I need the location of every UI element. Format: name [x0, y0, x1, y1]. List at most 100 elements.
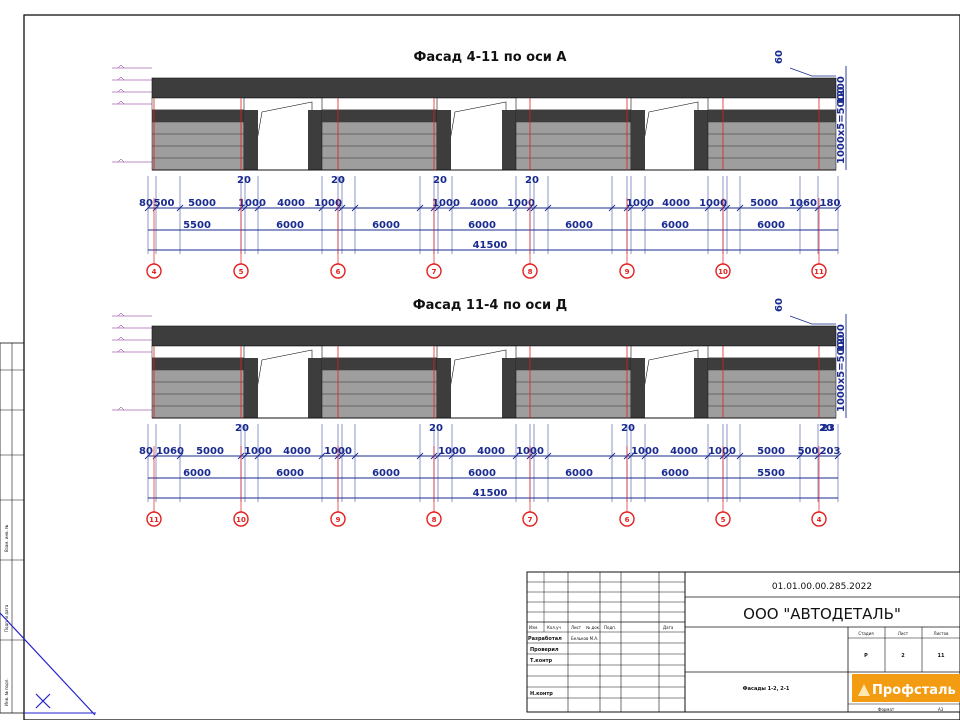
- dimension-value: 4000: [662, 198, 690, 209]
- axis-bubble: [811, 263, 827, 279]
- dimension-tick: [704, 452, 712, 460]
- dimension-value: 20: [819, 423, 833, 434]
- dimension-value: 1000: [244, 446, 272, 457]
- level-marker-icon: [117, 88, 125, 93]
- axis-label: 9: [336, 516, 341, 524]
- dimension-span: 5500: [183, 220, 211, 231]
- dimension-value: 1000: [626, 198, 654, 209]
- vertical-dim-mid: 1200: [836, 324, 847, 352]
- dimension-value: 20: [621, 423, 635, 434]
- tb-stage-value: Р: [864, 653, 868, 659]
- dimension-tick: [176, 204, 184, 212]
- dimension-span: 6000: [661, 468, 689, 479]
- dimension-value: 1000: [708, 446, 736, 457]
- axis-label: 10: [236, 516, 246, 524]
- dimension-value: 20: [235, 423, 249, 434]
- vertical-dim-mid: 1200: [836, 76, 847, 104]
- axis-bubble: [426, 511, 442, 527]
- dimension-value: 1000: [438, 446, 466, 457]
- roof-band: [151, 325, 837, 347]
- dimension-tick: [338, 204, 346, 212]
- dimension-value: 80: [139, 198, 153, 209]
- dimension-value: 5000: [750, 198, 778, 209]
- level-marker-icon: [117, 64, 125, 69]
- axis-label: 11: [149, 516, 159, 524]
- tb-sheet-label: Лист: [898, 631, 909, 636]
- level-marker-icon: [117, 348, 125, 353]
- dimension-tick: [416, 204, 424, 212]
- level-marker-icon: [117, 312, 125, 317]
- axis-bubble: [426, 263, 442, 279]
- dimension-tick: [796, 452, 804, 460]
- dimension-tick: [318, 452, 326, 460]
- axis-bubble: [522, 511, 538, 527]
- dimension-value: 1000: [238, 198, 266, 209]
- dimension-value: 5000: [188, 198, 216, 209]
- axis-label: 4: [152, 268, 157, 276]
- dimension-tick: [144, 452, 152, 460]
- wall-panel-top-row: [322, 110, 437, 122]
- dimension-tick: [608, 204, 616, 212]
- dimension-total: 41500: [473, 488, 508, 499]
- gate-jamb-left: [437, 358, 451, 418]
- dimension-tick: [512, 204, 520, 212]
- dimension-value: 4000: [277, 198, 305, 209]
- dimension-tick: [176, 452, 184, 460]
- dimension-value: 1000: [699, 198, 727, 209]
- axis-bubble: [233, 511, 249, 527]
- tb-header-izm: Изм.: [529, 625, 538, 630]
- dimension-tick: [608, 452, 616, 460]
- axis-bubble: [715, 511, 731, 527]
- tb-header-date: Дата: [663, 625, 674, 630]
- dimension-span: 5500: [757, 468, 785, 479]
- tb-stage-label: Стадия: [858, 631, 874, 636]
- gate-jamb-left: [244, 110, 258, 170]
- dimension-span: 6000: [468, 468, 496, 479]
- level-marker-icon: [117, 76, 125, 81]
- level-marker-icon: [117, 406, 125, 411]
- logo-badge: [852, 674, 960, 702]
- dimension-tick: [241, 452, 249, 460]
- tb-row-tcontrol: Т.контр: [530, 658, 552, 664]
- dimension-span: 6000: [276, 468, 304, 479]
- tb-header-ndoc: № док.: [586, 625, 600, 630]
- drawing-title: Фасад 4-11 по оси А: [414, 50, 567, 65]
- axis-label: 9: [625, 268, 630, 276]
- logo-text: Профсталь: [872, 683, 956, 698]
- dimension-value: 500: [154, 198, 175, 209]
- dimension-tick: [544, 452, 552, 460]
- dimension-tick: [338, 452, 346, 460]
- axis-label: 8: [528, 268, 533, 276]
- axis-label: 6: [625, 516, 630, 524]
- gate-jamb-right: [694, 358, 708, 418]
- axis-bubble: [715, 263, 731, 279]
- tb-sheets-label: Листов: [934, 631, 950, 636]
- dimension-value: 5000: [757, 446, 785, 457]
- dimension-value: 1060: [789, 198, 817, 209]
- dimension-tick: [641, 204, 649, 212]
- dimension-span: 6000: [565, 220, 593, 231]
- tb-sheets-value: 11: [938, 653, 945, 659]
- vertical-dim-top: 60: [774, 298, 785, 312]
- axis-bubble: [330, 263, 346, 279]
- wall-panel-top-row: [152, 110, 244, 122]
- vertical-dim-low: 1000х5=5000: [836, 335, 847, 412]
- dimension-span: 6000: [565, 468, 593, 479]
- tb-format-value: А3: [938, 707, 944, 712]
- axis-bubble: [522, 263, 538, 279]
- dimension-value: 4000: [670, 446, 698, 457]
- dimension-value: 20: [525, 175, 539, 186]
- axis-bubble: [619, 511, 635, 527]
- axis-bubble: [233, 263, 249, 279]
- gate-jamb-right: [502, 358, 516, 418]
- axis-label: 10: [718, 268, 728, 276]
- level-marker-icon: [117, 158, 125, 163]
- gate-jamb-right: [694, 110, 708, 170]
- side-dim-right: 23: [821, 423, 835, 434]
- title-block: Изм. Кол.уч Лист № док. Подп. Дата Разра…: [526, 571, 960, 713]
- tb-doc-code: 01.01.00.00.285.2022: [772, 582, 872, 592]
- tb-row-ncontrol: Н.контр: [530, 691, 553, 697]
- axis-bubble: [146, 263, 162, 279]
